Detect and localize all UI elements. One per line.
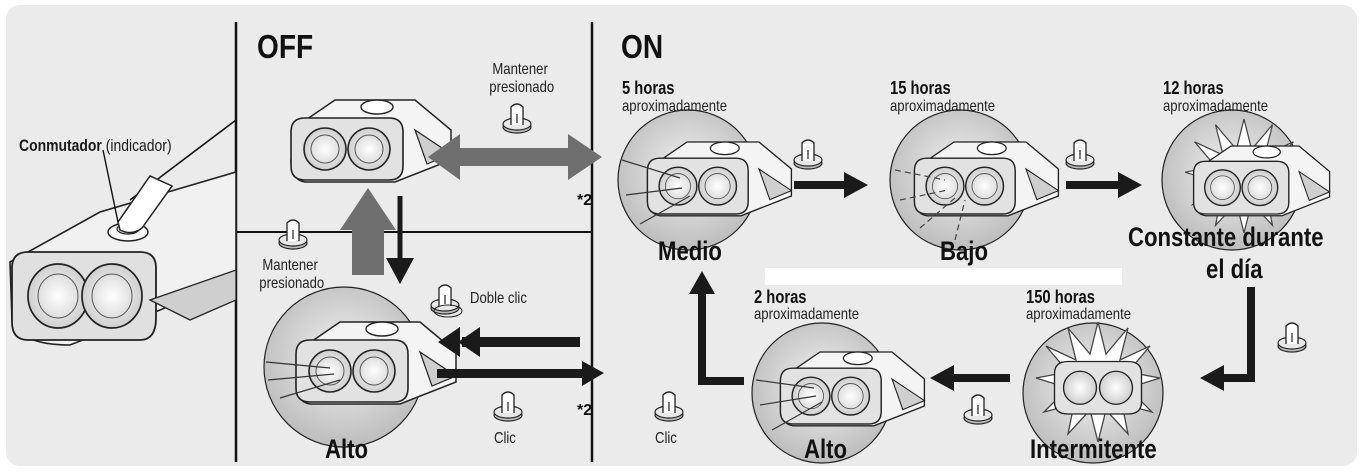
alto-on-approx: aproximadamente bbox=[754, 306, 860, 323]
switch-label-bold: Conmutador bbox=[19, 136, 102, 155]
click-off-label: Clic bbox=[494, 430, 516, 447]
hold-top-label: Mantener presionado bbox=[486, 61, 554, 97]
switch-label-rest: (indicador) bbox=[105, 136, 172, 155]
intermitente-hours: 150 horas bbox=[1026, 287, 1095, 307]
bajo-approx: aproximadamente bbox=[890, 98, 996, 115]
alto-on-label: Alto bbox=[804, 434, 848, 464]
hold-left-line2: presionado bbox=[259, 275, 325, 292]
bajo-label: Bajo bbox=[940, 236, 988, 266]
lamp-medio bbox=[617, 109, 793, 251]
button-intermitente-alto-icon bbox=[963, 394, 993, 425]
constante-hours: 12 horas bbox=[1163, 78, 1224, 98]
bajo-hours: 15 horas bbox=[890, 78, 951, 98]
double-click-label: Doble clic bbox=[470, 290, 527, 307]
lamp-off-alto bbox=[263, 286, 457, 448]
arrow-down-head bbox=[386, 258, 414, 284]
arrow-click-off bbox=[437, 361, 604, 386]
button-double-click-icon bbox=[430, 284, 463, 318]
footnote-mark-bottom: *2 bbox=[577, 402, 593, 419]
section-on-title: ON bbox=[621, 28, 664, 65]
lamp-constante bbox=[1161, 109, 1331, 251]
lamp-alto-on bbox=[751, 322, 926, 464]
constante-label-line2: el día bbox=[1206, 254, 1263, 284]
click-on-label: Clic bbox=[655, 430, 677, 447]
separator-bar bbox=[765, 268, 1122, 285]
footnote-mark-top: *2 bbox=[577, 192, 593, 209]
button-medio-bajo-icon bbox=[793, 139, 823, 170]
lamp-off-top bbox=[290, 99, 452, 183]
arrow-alto-medio bbox=[689, 271, 744, 385]
arrow-medio-bajo bbox=[794, 172, 868, 198]
button-constante-intermitente-icon bbox=[1277, 322, 1307, 353]
button-click-on-icon bbox=[654, 391, 684, 422]
medio-hours: 5 horas bbox=[622, 78, 675, 98]
hold-top-line2: presionado bbox=[489, 79, 555, 96]
constante-label-line1: Constante durante bbox=[1128, 222, 1324, 252]
button-click-off-icon bbox=[493, 391, 523, 422]
arrow-constante-intermitente bbox=[1200, 287, 1255, 391]
button-hold-left-icon bbox=[278, 219, 308, 250]
lamp-intermitente bbox=[1022, 321, 1164, 464]
constante-approx: aproximadamente bbox=[1163, 98, 1269, 115]
mode-off-alto-label: Alto bbox=[325, 434, 369, 464]
hold-left-label: Mantener presionado bbox=[256, 257, 324, 293]
medio-label: Medio bbox=[658, 236, 722, 266]
intermitente-label: Intermitente bbox=[1030, 434, 1157, 464]
arrow-bajo-constante bbox=[1066, 172, 1142, 198]
arrow-intermitente-alto bbox=[930, 365, 1010, 391]
button-bajo-constante-icon bbox=[1065, 139, 1095, 170]
switch-label: Conmutador (indicador) bbox=[19, 136, 172, 156]
alto-on-hours: 2 horas bbox=[754, 287, 807, 307]
arrow-double-click bbox=[438, 327, 580, 357]
hold-top-line1: Mantener bbox=[492, 61, 548, 78]
hold-left-line1: Mantener bbox=[262, 257, 318, 274]
arrow-hold-double bbox=[428, 134, 602, 180]
lamp-bajo bbox=[889, 109, 1060, 251]
medio-approx: aproximadamente bbox=[622, 98, 728, 115]
intermitente-approx: aproximadamente bbox=[1026, 306, 1132, 323]
lamp-main-illustration bbox=[9, 149, 237, 346]
button-hold-top-icon bbox=[502, 103, 532, 134]
arrow-up-gray bbox=[340, 188, 396, 275]
section-off-title: OFF bbox=[257, 28, 314, 65]
